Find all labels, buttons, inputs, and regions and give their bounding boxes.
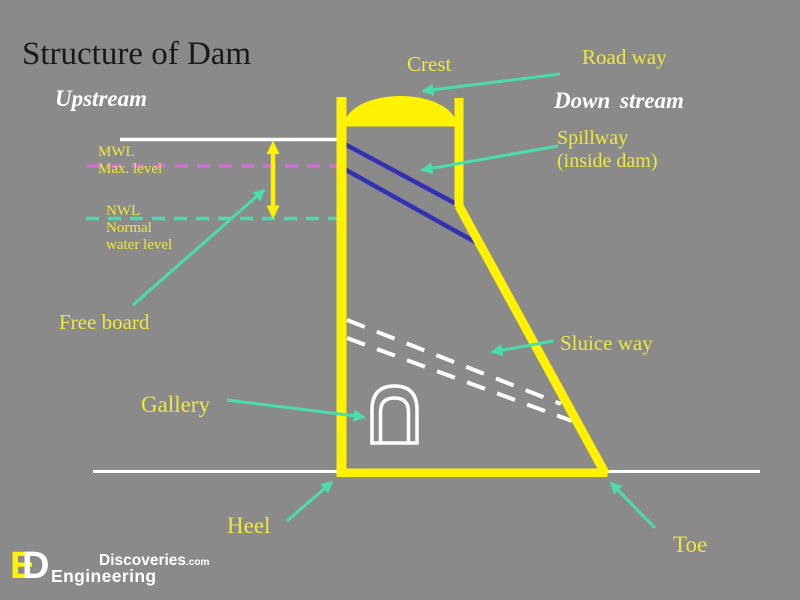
sluiceway-dashed-upper [346,318,562,406]
brand-logo: E D Discoveries.com Engineering [0,545,230,595]
upstream-label: Upstream [55,86,147,111]
spillway-label: Spillway (inside dam) [557,127,658,173]
crest-dome [345,96,456,120]
spillway-line-lower [337,164,479,245]
spillway-line-upper [337,139,463,209]
toe-arrow [609,481,657,530]
crest-bar [336,118,464,127]
freeboard-label: Free board [59,310,150,334]
nwl-label: NWL Normal water level [106,203,172,254]
heel-arrow [286,480,334,523]
nwl-label-line2: Normal [106,220,152,236]
nwl-label-line1: NWL [106,203,141,219]
spillway-label-line2: (inside dam) [557,150,658,172]
spillway-label-line1: Spillway [557,127,629,149]
brand-mark-e: E [10,545,36,587]
mwl-label: MWL Max. level [98,144,162,178]
brand-name-main: Discoveries [99,552,187,569]
dam-cross-section [336,96,609,477]
nwl-label-line3: water level [106,237,173,253]
brand-mark-d: D [22,545,50,587]
upstream-face-wall [336,97,347,477]
roadway-label: Road way [582,45,667,69]
brand-name-suffix: .com [186,557,210,568]
freeboard-arrow [132,188,266,307]
sluiceway-dashed-lower [346,336,573,423]
downstream-crest-post [454,98,464,207]
downstream-label: Down stream [554,88,684,113]
heel-label: Heel [227,513,271,538]
gallery-arch-icon [370,384,419,445]
roadway-arrow [421,72,561,96]
pointer-arrows [132,72,657,530]
dam-base [336,468,608,477]
sluiceway-arrow [490,339,554,357]
downstream-slope [455,203,609,476]
brand-name-line2: Engineering [51,566,157,586]
page-title: Structure of Dam [22,36,252,72]
mwl-label-line2: Max. level [98,161,163,177]
crest-label: Crest [407,52,452,76]
mwl-label-line1: MWL [98,144,135,160]
sluiceway-label: Sluice way [560,331,653,355]
gallery-arrow [226,398,366,422]
gallery-label: Gallery [141,392,210,417]
toe-label: Toe [673,532,708,557]
brand-name: Discoveries.com [99,552,209,570]
freeboard-double-arrow [266,140,280,219]
spillway-arrow [420,144,559,175]
